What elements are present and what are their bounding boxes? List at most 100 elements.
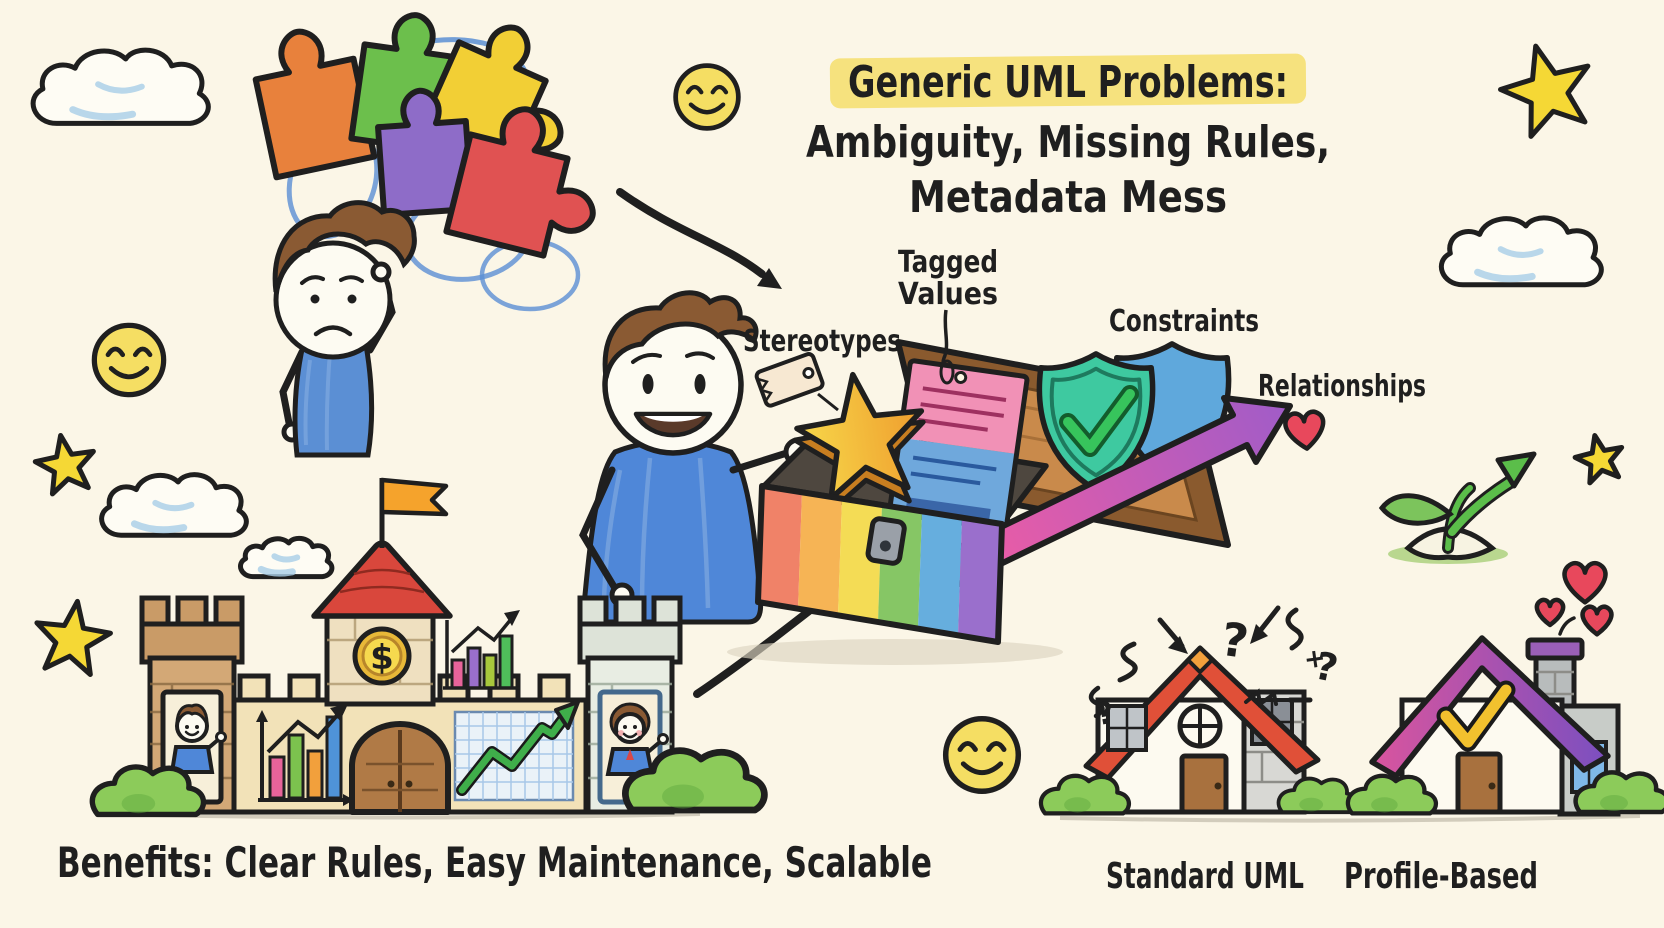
- shirt-shading: [601, 457, 711, 609]
- profile-based-label: Profile-Based: [1344, 856, 1538, 897]
- axes: [258, 718, 346, 802]
- keep-bar-chart: [443, 610, 520, 690]
- toolbox-front: [755, 483, 1005, 645]
- hair: [602, 290, 759, 379]
- door: [1455, 751, 1503, 815]
- benefits-caption: Benefits: Clear Rules, Easy Maintenance,…: [57, 838, 932, 887]
- teeth: [644, 416, 702, 422]
- question-mark: ?: [1094, 696, 1117, 733]
- right-arm: [729, 448, 794, 474]
- plus-mark: +: [1302, 643, 1328, 676]
- trend-arrowhead: [330, 704, 348, 721]
- bush: [1348, 776, 1436, 814]
- smiley-icon: [94, 325, 163, 394]
- worried-eyebrows: [300, 275, 364, 285]
- string-loop: [939, 359, 955, 385]
- arrow-head: [1495, 451, 1537, 489]
- profile-based-house: [1348, 561, 1664, 817]
- shingles: [339, 568, 425, 594]
- note-lines-blue: [910, 455, 997, 486]
- chimney-cap: [1525, 637, 1585, 661]
- tag-zigzag-edge: [756, 377, 773, 403]
- eye: [310, 294, 320, 304]
- trend-line: [266, 710, 342, 754]
- roof-crack-gap: [1185, 645, 1215, 675]
- smiley-icon: [946, 719, 1019, 792]
- band-blue: [918, 511, 962, 635]
- price-tag: [754, 352, 825, 408]
- star-icon: [1492, 34, 1602, 140]
- tag-hole: [802, 366, 815, 379]
- star-icon: [28, 594, 117, 679]
- happy-figure: [579, 290, 813, 625]
- title-line-1: Generic UML Problems:: [848, 57, 1288, 108]
- heart-icon: [1535, 598, 1565, 627]
- frown: [313, 325, 353, 337]
- tagged-value-note: [887, 309, 1030, 532]
- heart-icon: [1562, 561, 1608, 605]
- red-tie: [626, 749, 634, 760]
- stem: [1445, 485, 1473, 551]
- label-constraints: Constraints: [1109, 304, 1259, 339]
- stereotype-star: [754, 352, 934, 516]
- waving-lady: [605, 702, 669, 776]
- waving-person: [169, 703, 227, 774]
- ground-line: [1059, 814, 1641, 823]
- chimney: [1525, 616, 1585, 717]
- clasp: [865, 516, 907, 566]
- castle-door: [349, 721, 451, 815]
- band-red: [758, 486, 802, 609]
- cloud-icon: [102, 475, 247, 536]
- check-icon: [1063, 389, 1135, 453]
- title-line-3: Metadata Mess: [909, 172, 1227, 223]
- band-orange: [798, 492, 842, 615]
- heart-icon: [1581, 605, 1613, 636]
- wall-grid-chart: [453, 700, 580, 802]
- tag-hole: [954, 370, 968, 384]
- roof-crack-lines: [1244, 688, 1278, 708]
- title-highlight: [829, 53, 1307, 109]
- bush: [92, 767, 203, 814]
- bar-pink: [268, 755, 286, 800]
- bar-orange: [306, 749, 324, 800]
- eye: [642, 374, 654, 394]
- head: [273, 240, 393, 360]
- left-arm: [579, 466, 620, 594]
- axes: [443, 620, 520, 690]
- growth-sprout-arrow: [1378, 451, 1537, 564]
- toolbox: [727, 309, 1293, 665]
- label-tagged: Tagged: [898, 245, 998, 280]
- castle-keep: $: [311, 477, 453, 707]
- question-mark: ?: [1218, 612, 1252, 669]
- hand: [370, 261, 392, 283]
- bar-blue: [325, 715, 343, 800]
- eyebrows: [631, 351, 715, 364]
- shadow: [727, 639, 1063, 665]
- trend-arrowhead: [504, 610, 520, 626]
- wall-bar-chart: [256, 704, 354, 806]
- note-lines-pink: [918, 386, 1007, 432]
- door-knob: [1488, 782, 1496, 790]
- toolbox-labels: Stereotypes Tagged Values Constraints Re…: [743, 245, 1426, 404]
- flag: [379, 477, 449, 517]
- cloud-icon: [240, 538, 331, 576]
- barcode: [905, 497, 991, 520]
- standard-uml-house: ? ? + ?: [1041, 605, 1641, 823]
- bar-purple: [466, 646, 482, 690]
- bush: [1041, 776, 1129, 814]
- hair: [272, 200, 417, 293]
- door: [1179, 753, 1229, 815]
- left-arm: [279, 348, 306, 432]
- zigzag-arrow: [458, 714, 568, 794]
- eye: [694, 374, 706, 394]
- star-icon: [1570, 429, 1629, 487]
- label-stereotypes: Stereotypes: [743, 324, 901, 359]
- squiggle: [1117, 641, 1138, 683]
- constraint-shield: [1039, 344, 1228, 490]
- leaf: [1378, 493, 1454, 526]
- smiley-icon: [676, 66, 739, 129]
- cloud-icon: [1441, 218, 1601, 285]
- dollar-symbol: $: [370, 638, 394, 678]
